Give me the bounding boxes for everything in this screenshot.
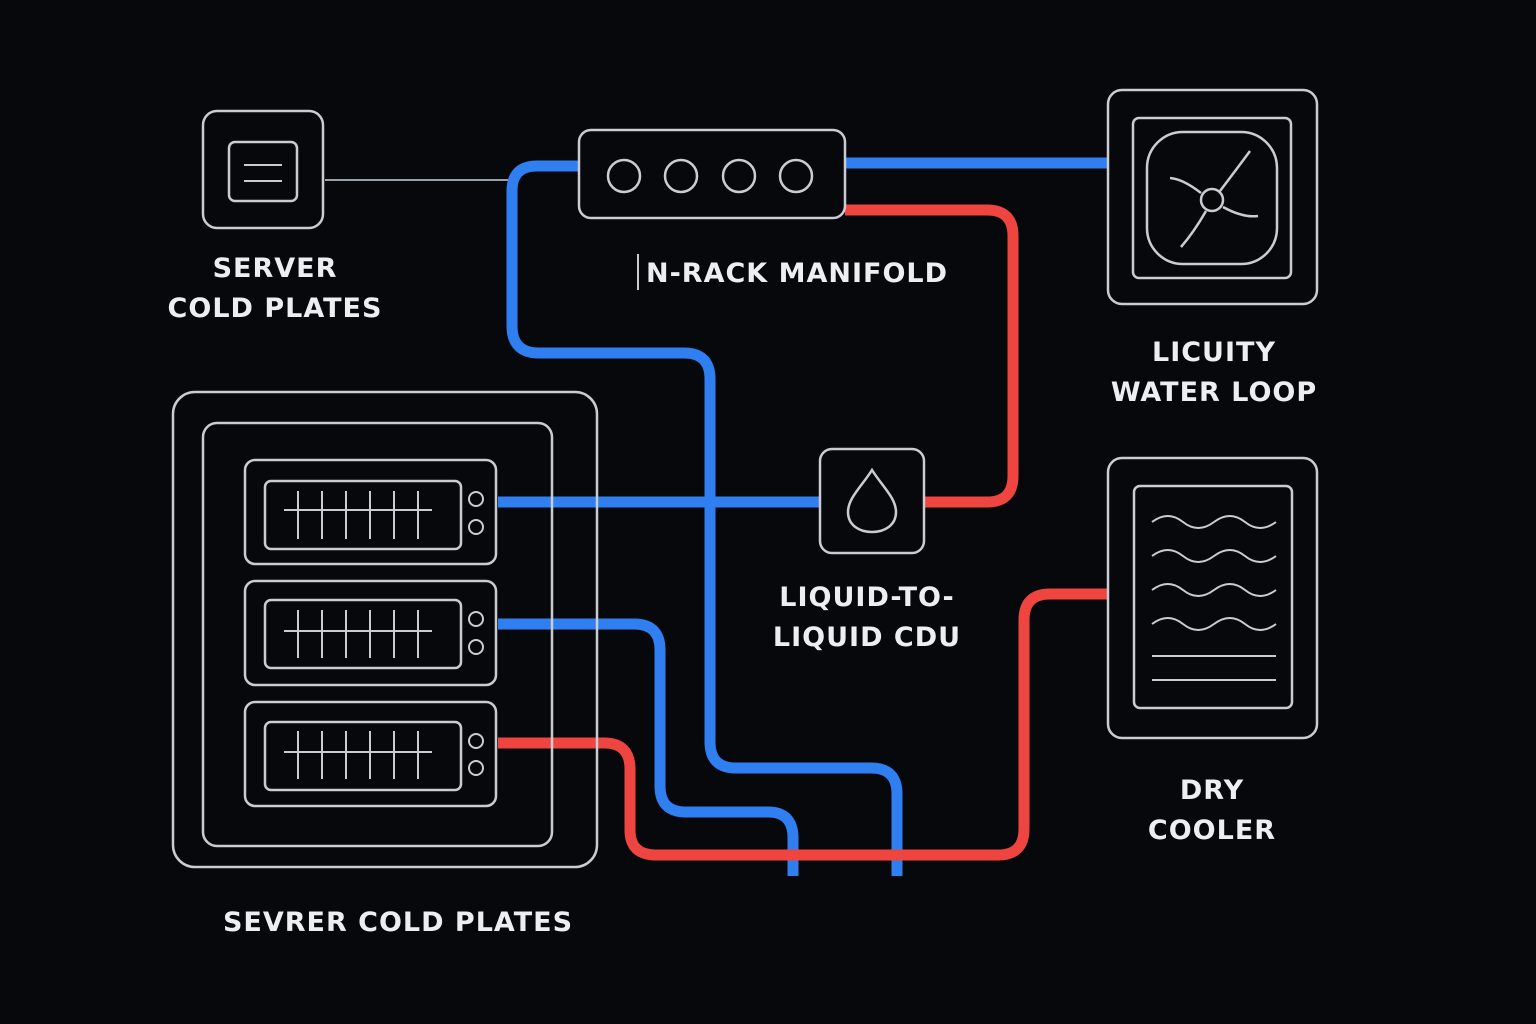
cdu-unit [818,447,926,555]
return-pipes [498,204,1108,861]
label-server-cold-plates-bottom: SEVRER COLD PLATES [208,903,588,943]
label-line: DRY [1179,775,1245,806]
supply-pipe-server-2 [498,618,799,876]
label-line: SEVRER COLD PLATES [222,907,574,938]
label-line: N-RACK MANIFOLD [646,258,949,289]
label-cdu: LIQUID-TO- LIQUID CDU [752,578,982,658]
label-line: SERVER [212,253,338,284]
facility-loop-unit [1106,88,1319,306]
label-line: WATER LOOP [1110,377,1318,408]
return-pipe-manifold-cdu [845,204,1019,508]
return-pipe-server-3 [498,588,1108,861]
label-manifold: N-RACK MANIFOLD [646,254,949,294]
label-line: LIQUID CDU [772,622,962,653]
fan-icon [1145,130,1279,266]
dry-cooler-unit [1106,456,1319,740]
rack-server-2 [243,579,498,687]
server-icon [227,140,299,203]
label-line: LICUITY [1151,337,1276,368]
water-drop-icon [846,467,898,534]
server-rack-icon [171,390,599,869]
label-line: COOLER [1147,815,1277,846]
rack-server-3 [243,700,498,808]
heat-waves-icon [1151,515,1277,681]
supply-pipe-manifold-trunk [506,160,903,876]
manifold-block [577,128,847,220]
server-node [201,109,325,230]
label-line: LIQUID-TO- [779,582,955,613]
manifold-ports-icon [606,158,814,194]
label-line: COLD PLATES [167,293,383,324]
rack-server-1 [243,458,498,566]
label-dry-cooler: DRY COOLER [1112,771,1312,851]
label-server-cold-plates-top: SERVER COLD PLATES [150,249,400,329]
label-facility-loop: LICUITY WATER LOOP [1092,333,1336,413]
